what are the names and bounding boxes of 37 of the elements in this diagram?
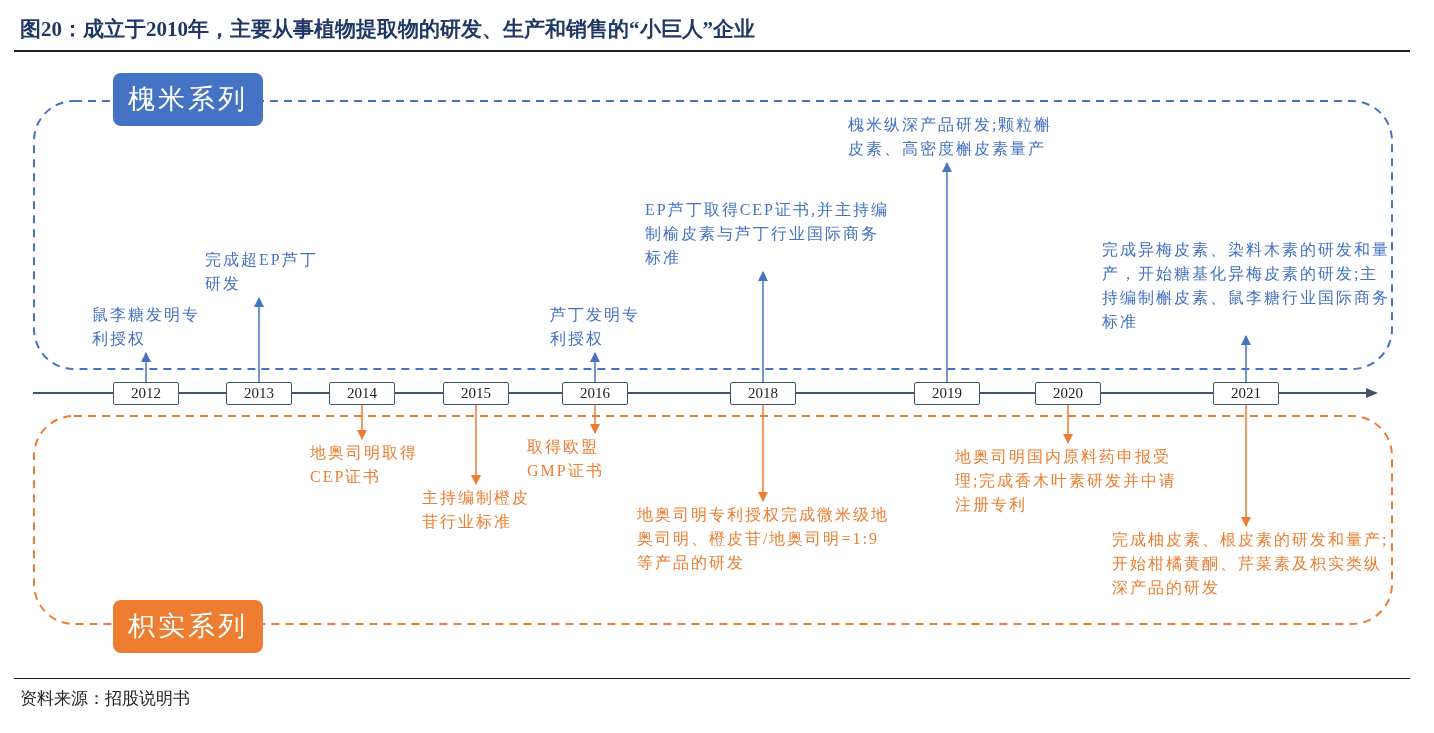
series-tab: 枳实系列	[113, 600, 263, 653]
arrow	[589, 404, 601, 435]
arrow	[140, 351, 152, 383]
event-text: 地奥司明取得CEP证书	[310, 441, 428, 489]
arrow	[757, 270, 769, 383]
year-box: 2020	[1035, 382, 1101, 405]
arrow	[356, 404, 368, 441]
arrow	[589, 351, 601, 383]
arrow	[1240, 334, 1252, 383]
event-text: 槐米纵深产品研发;颗粒槲皮素、高密度槲皮素量产	[848, 113, 1058, 161]
event-text: 鼠李糖发明专利授权	[92, 303, 210, 351]
arrow	[253, 296, 265, 383]
arrow	[470, 404, 482, 486]
arrow	[757, 404, 769, 503]
event-text: 完成柚皮素、根皮素的研发和量产;开始柑橘黄酮、芹菜素及枳实类纵深产品的研发	[1112, 528, 1392, 600]
year-box: 2012	[113, 382, 179, 405]
series-tab: 槐米系列	[113, 73, 263, 126]
arrow	[1240, 404, 1252, 528]
year-box: 2021	[1213, 382, 1279, 405]
year-box: 2015	[443, 382, 509, 405]
event-text: 完成超EP芦丁研发	[205, 248, 323, 296]
event-text: EP芦丁取得CEP证书,并主持编制榆皮素与芦丁行业国际商务标准	[645, 198, 893, 270]
event-text: 完成异梅皮素、染料木素的研发和量产，开始糖基化异梅皮素的研发;主持编制槲皮素、鼠李糖行业国际商务标准	[1102, 238, 1392, 334]
event-text: 地奥司明国内原料药申报受理;完成香木叶素研发并中请注册专利	[955, 445, 1195, 517]
year-box: 2014	[329, 382, 395, 405]
arrow	[941, 161, 953, 383]
event-text: 芦丁发明专利授权	[550, 303, 650, 351]
event-text: 地奥司明专利授权完成微米级地奥司明、橙皮苷/地奥司明=1:9等产品的研发	[637, 503, 893, 575]
source-note: 资料来源：招股说明书	[20, 688, 190, 710]
year-box: 2019	[914, 382, 980, 405]
year-box: 2018	[730, 382, 796, 405]
figure-title: 图20：成立于2010年，主要从事植物提取物的研发、生产和销售的“小巨人”企业	[20, 16, 755, 43]
year-box: 2016	[562, 382, 628, 405]
arrow	[1062, 404, 1074, 445]
event-text: 取得欧盟GMP证书	[527, 435, 631, 483]
year-box: 2013	[226, 382, 292, 405]
event-text: 主持编制橙皮苷行业标准	[422, 486, 540, 534]
